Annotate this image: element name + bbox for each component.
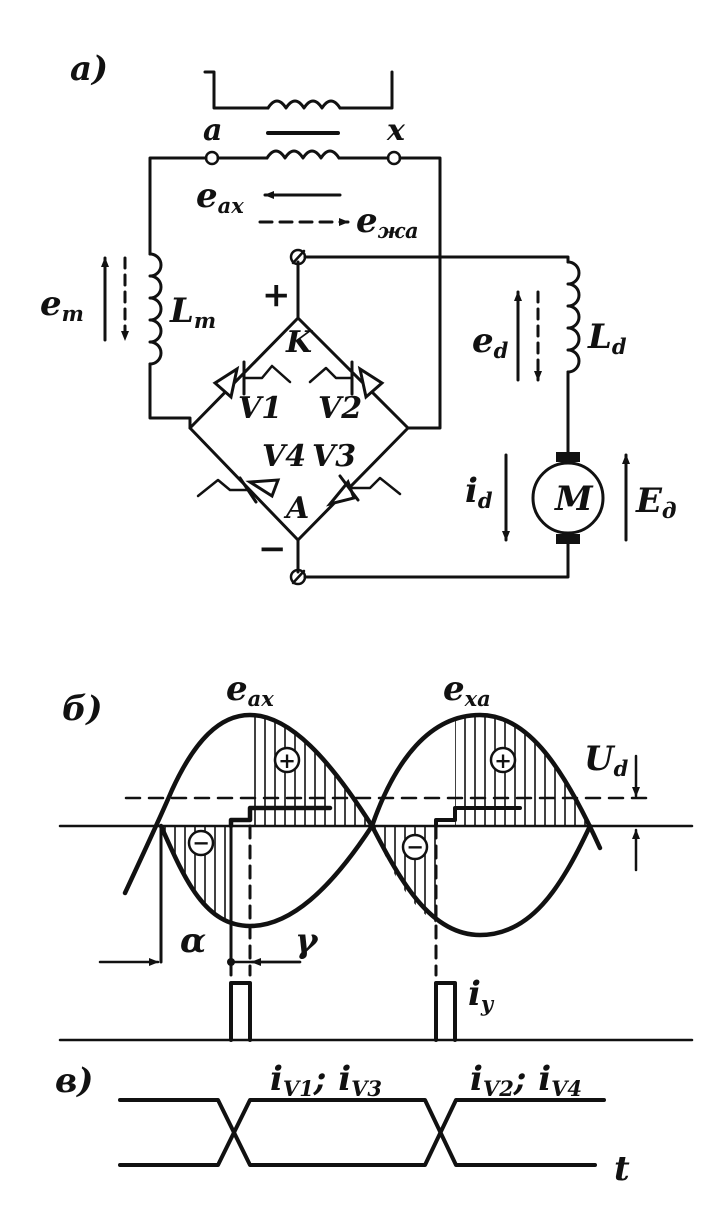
label-v4: V4 <box>262 439 306 474</box>
motor-brush-top <box>556 452 580 462</box>
current-panel: в) iV1; iV3 iV2; iV4 t <box>55 1059 630 1189</box>
thyristor-v2 <box>308 360 385 400</box>
secondary-winding <box>265 149 341 160</box>
svg-text:−: − <box>406 834 424 859</box>
panel-label-b: б) <box>62 689 103 729</box>
label-t-axis: t <box>614 1149 630 1189</box>
wire-motor-to-minus <box>303 542 570 579</box>
motor-brush-bottom <box>556 534 580 544</box>
primary-lead-left <box>203 70 270 110</box>
circuit-panel: а) a x eax eжa eт Lт <box>40 49 677 586</box>
label-gamma: γ <box>295 921 319 961</box>
fire-dot <box>227 958 235 966</box>
label-e-ax: eax <box>196 176 244 218</box>
terminal-x-circle <box>386 150 402 166</box>
ud-step-2 <box>434 806 522 828</box>
inductor-ld <box>566 260 581 374</box>
label-iv2-iv4: iV2; iV4 <box>470 1059 582 1101</box>
svg-text:+: + <box>278 748 296 773</box>
node-a-label: A <box>283 491 309 526</box>
wire-x-to-bridge <box>398 156 442 430</box>
terminal-a-circle <box>204 150 220 166</box>
positive-sign-1 <box>273 746 301 774</box>
label-e-t: eт <box>40 284 84 326</box>
positive-area-2 <box>455 715 590 826</box>
waveform-panel: б) α γ <box>58 669 694 1042</box>
label-ud: Ud <box>584 739 629 781</box>
current-trace-lower <box>118 1098 597 1167</box>
node-k-label: K <box>285 325 314 360</box>
plus-terminal-label: + <box>262 275 291 315</box>
svg-text:+: + <box>494 748 512 773</box>
negative-sign-2 <box>401 833 429 861</box>
wire-a-to-lt <box>148 156 208 256</box>
thyristor-v3 <box>325 474 402 507</box>
curve-e-ax <box>122 712 593 938</box>
label-e-ax-curve: eax <box>226 669 274 711</box>
label-i-d: id <box>465 471 493 513</box>
motor-circle <box>531 461 605 535</box>
ud-step-1 <box>228 805 333 829</box>
wire-lt-to-bridge <box>148 362 192 430</box>
negative-area-1 <box>161 826 231 923</box>
inductor-lt <box>148 252 163 366</box>
label-l-t: Lт <box>169 291 216 333</box>
thyristor-bridge: K A + − V1 V2 V4 <box>188 260 410 574</box>
terminal-a-label: a <box>203 113 222 148</box>
motor-label: M <box>554 479 594 519</box>
transformer: a x <box>203 70 406 166</box>
thyristor-v4 <box>196 476 281 504</box>
label-e-xa-curve: exa <box>443 669 491 711</box>
wire-plus-to-ld <box>303 255 570 264</box>
label-v3: V3 <box>312 439 356 474</box>
gate-pulse-2 <box>434 981 457 1042</box>
primary-winding <box>266 99 342 110</box>
current-trace-upper <box>118 1098 606 1167</box>
label-e-motor: Eд <box>635 481 677 523</box>
primary-lead-right <box>338 70 394 110</box>
label-iy: iy <box>468 974 495 1016</box>
label-e-d: ed <box>472 321 509 363</box>
gate-pulse-1 <box>229 981 252 1042</box>
label-v2: V2 <box>318 391 362 426</box>
label-iv1-iv3: iV1; iV3 <box>270 1059 382 1101</box>
curve-e-xa <box>158 712 603 929</box>
label-l-d: Ld <box>587 317 627 359</box>
label-v1: V1 <box>238 391 282 426</box>
panel-label-a: а) <box>70 49 108 89</box>
thyristor-v1 <box>212 360 292 400</box>
svg-text:−: − <box>192 830 210 855</box>
label-alpha: α <box>180 921 206 961</box>
negative-sign-1 <box>187 829 215 857</box>
terminal-x-label: x <box>386 113 406 148</box>
positive-sign-2 <box>489 746 517 774</box>
minus-terminal-label: − <box>258 529 287 569</box>
label-e-xa: eжa <box>356 201 419 243</box>
panel-label-v: в) <box>55 1061 93 1101</box>
